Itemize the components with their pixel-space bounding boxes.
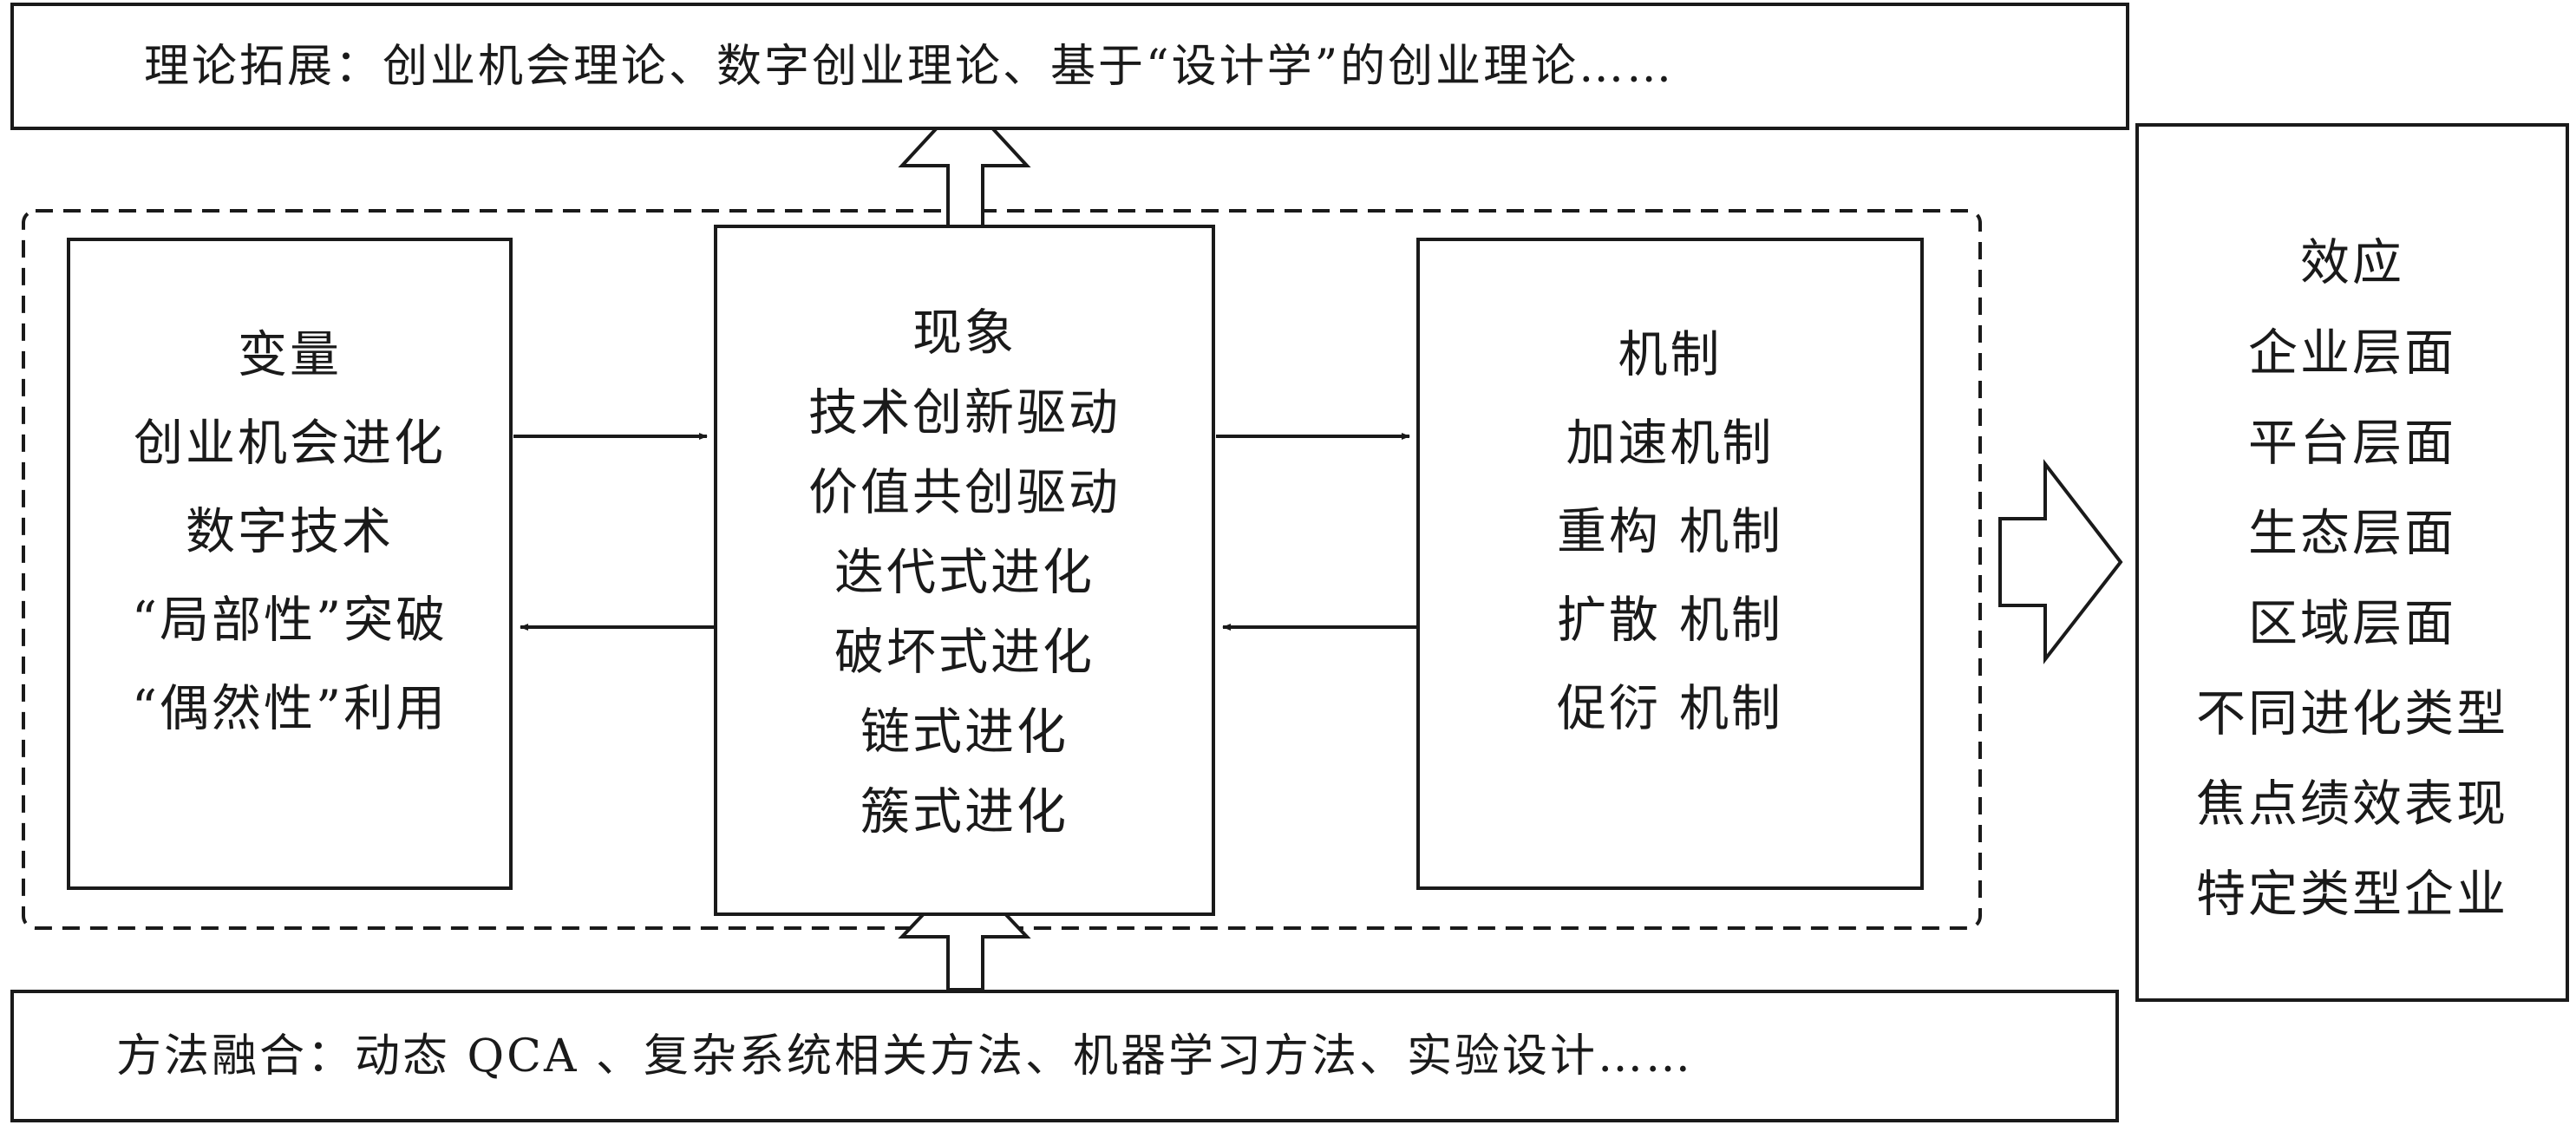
effect-item: 生态层面 bbox=[2248, 505, 2456, 562]
mechanism-item: 加速机制 bbox=[1566, 415, 1775, 472]
effect-title: 效应 bbox=[2300, 234, 2404, 291]
theory-expansion-box: 理论拓展：创业机会理论、数字创业理论、基于“设计学”的创业理论…… bbox=[10, 3, 2129, 130]
phenomenon-box: 现象 技术创新驱动 价值共创驱动 迭代式进化 破坏式进化 链式进化 簇式进化 bbox=[714, 225, 1215, 916]
effect-item: 企业层面 bbox=[2248, 324, 2456, 382]
phenomenon-item: 迭代式进化 bbox=[834, 544, 1095, 601]
mechanism-box: 机制 加速机制 重构 机制 扩散 机制 促衍 机制 bbox=[1416, 238, 1924, 890]
effect-item: 不同进化类型 bbox=[2196, 685, 2508, 742]
variable-box: 变量 创业机会进化 数字技术 “局部性”突破 “偶然性”利用 bbox=[67, 238, 513, 890]
phenomenon-item: 破坏式进化 bbox=[834, 624, 1095, 681]
variable-item: “局部性”突破 bbox=[131, 592, 448, 649]
phenomenon-title: 现象 bbox=[912, 304, 1017, 362]
mechanism-title: 机制 bbox=[1618, 326, 1723, 383]
effect-box: 效应 企业层面 平台层面 生态层面 区域层面 不同进化类型 焦点绩效表现 特定类… bbox=[2135, 123, 2569, 1002]
phenomenon-item: 技术创新驱动 bbox=[808, 384, 1121, 441]
right-to-effect-block-arrow bbox=[1998, 459, 2123, 664]
theory-expansion-text: 理论拓展：创业机会理论、数字创业理论、基于“设计学”的创业理论…… bbox=[144, 40, 1675, 93]
method-integration-box: 方法融合：动态 QCA 、复杂系统相关方法、机器学习方法、实验设计…… bbox=[10, 990, 2119, 1122]
phenomenon-item: 链式进化 bbox=[860, 703, 1069, 761]
variable-item: 创业机会进化 bbox=[134, 415, 446, 472]
effect-item: 平台层面 bbox=[2248, 415, 2456, 472]
method-integration-text: 方法融合：动态 QCA 、复杂系统相关方法、机器学习方法、实验设计…… bbox=[116, 1030, 1694, 1082]
mechanism-item: 重构 机制 bbox=[1556, 503, 1784, 560]
mechanism-item: 促衍 机制 bbox=[1556, 680, 1784, 737]
phenomenon-item: 价值共创驱动 bbox=[808, 464, 1121, 521]
variable-item: “偶然性”利用 bbox=[131, 680, 448, 737]
variable-item: 数字技术 bbox=[186, 503, 394, 560]
effect-item: 焦点绩效表现 bbox=[2196, 775, 2508, 833]
effect-item: 特定类型企业 bbox=[2196, 866, 2508, 923]
phenomenon-item: 簇式进化 bbox=[860, 783, 1069, 840]
mechanism-item: 扩散 机制 bbox=[1556, 592, 1784, 649]
effect-item: 区域层面 bbox=[2248, 595, 2456, 652]
variable-title: 变量 bbox=[238, 326, 342, 383]
